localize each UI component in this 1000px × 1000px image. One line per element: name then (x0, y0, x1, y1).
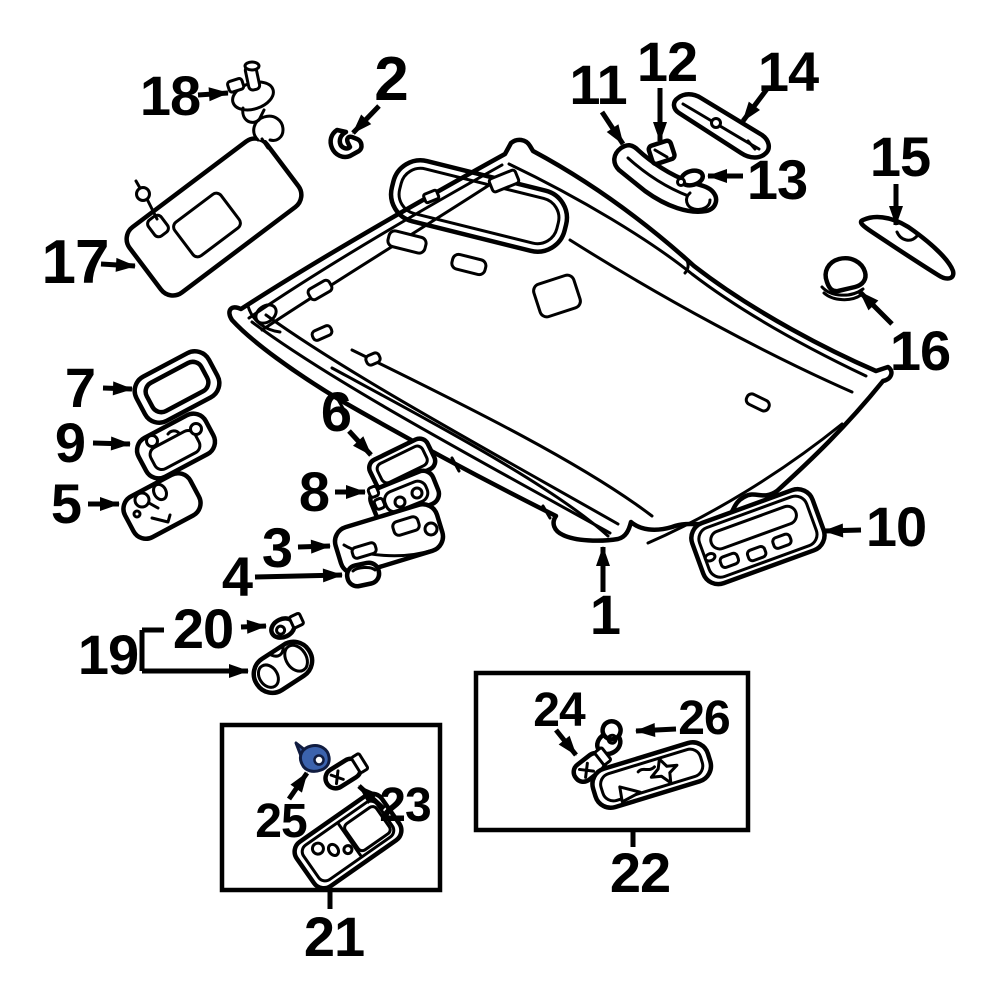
callout-10-label: 10 (865, 495, 927, 558)
callout-14-label: 14 (757, 40, 819, 103)
part-overhead-console (332, 502, 446, 576)
callout-9-label: 9 (54, 411, 86, 474)
part-handle-retainer (676, 168, 706, 188)
callout-19-label: 19 (77, 623, 139, 686)
part-lamp-lens-22 (590, 740, 714, 810)
callout-25-label: 25 (255, 795, 307, 848)
part-sun-visor (124, 114, 304, 298)
callout-3-arrow (297, 539, 331, 554)
callout-24-label: 24 (533, 684, 585, 737)
callout-11-arrow (599, 110, 626, 146)
part-visor-clip (226, 60, 275, 124)
part-bulb-20 (269, 611, 305, 640)
callout-26-label: 26 (678, 692, 730, 745)
callout-12-label: 12 (636, 30, 698, 93)
part-pillar-trim (858, 214, 956, 281)
callout-25-arrow (286, 771, 310, 801)
part-interior-lamp (121, 471, 203, 541)
callout-6-label: 6 (320, 380, 352, 443)
part-grab-handle (612, 143, 719, 214)
callout-2-arrow (351, 104, 381, 135)
part-trim-frame (132, 349, 222, 425)
callout-1-label: 1 (589, 583, 621, 646)
callout-5-label: 5 (50, 472, 82, 535)
callout-14-arrow (741, 87, 769, 123)
callout-8-label: 8 (298, 460, 330, 523)
callout-23-arrow (357, 784, 386, 811)
callout-3-label: 3 (261, 516, 293, 579)
callout-18-label: 18 (139, 64, 201, 127)
sunroof-opening (388, 158, 570, 254)
callout-10-arrow (823, 523, 862, 538)
callout-11-label: 11 (569, 53, 627, 116)
callout-16-arrow (858, 290, 894, 326)
callout-20-arrow (240, 619, 267, 634)
callout-9-arrow (92, 436, 131, 451)
part-bulb-23 (323, 752, 370, 791)
callout-4-arrow (254, 568, 343, 583)
callout-23-label: 23 (379, 779, 431, 832)
part-rear-console-lamp (689, 486, 827, 587)
callout-6-arrow (347, 429, 373, 457)
part-bulb-socket-blue (294, 741, 331, 773)
part-mounting-bracket (671, 92, 772, 160)
part-retainer-clip (328, 127, 364, 160)
callout-overlay (88, 87, 903, 909)
callout-17-arrow (100, 257, 136, 272)
part-headliner-panel (227, 137, 894, 545)
callout-22-label: 22 (609, 841, 671, 904)
callout-24-arrow (554, 728, 578, 757)
part-bulb-24 (571, 746, 612, 785)
part-festoon-holder (251, 639, 315, 696)
callout-16-label: 16 (889, 319, 951, 382)
part-switch-cover (344, 560, 382, 589)
part-reading-lamp (292, 791, 404, 891)
part-handle-clip (646, 138, 677, 167)
callout-15-label: 15 (869, 125, 931, 188)
callout-17-label: 17 (41, 228, 110, 297)
callout-20-label: 20 (172, 597, 234, 660)
callout-21-label: 21 (303, 905, 365, 968)
callout-18-arrow (197, 87, 229, 102)
callout-7-label: 7 (64, 356, 96, 419)
callout-4-label: 4 (221, 545, 253, 608)
part-trim-cap (820, 256, 868, 302)
callout-7-arrow (102, 381, 133, 396)
inset-box-22 (473, 670, 751, 833)
callout-13-label: 13 (746, 148, 808, 211)
part-switch-console (134, 411, 218, 481)
callout-26-arrow (635, 723, 677, 738)
callout-2-label: 2 (374, 45, 408, 114)
